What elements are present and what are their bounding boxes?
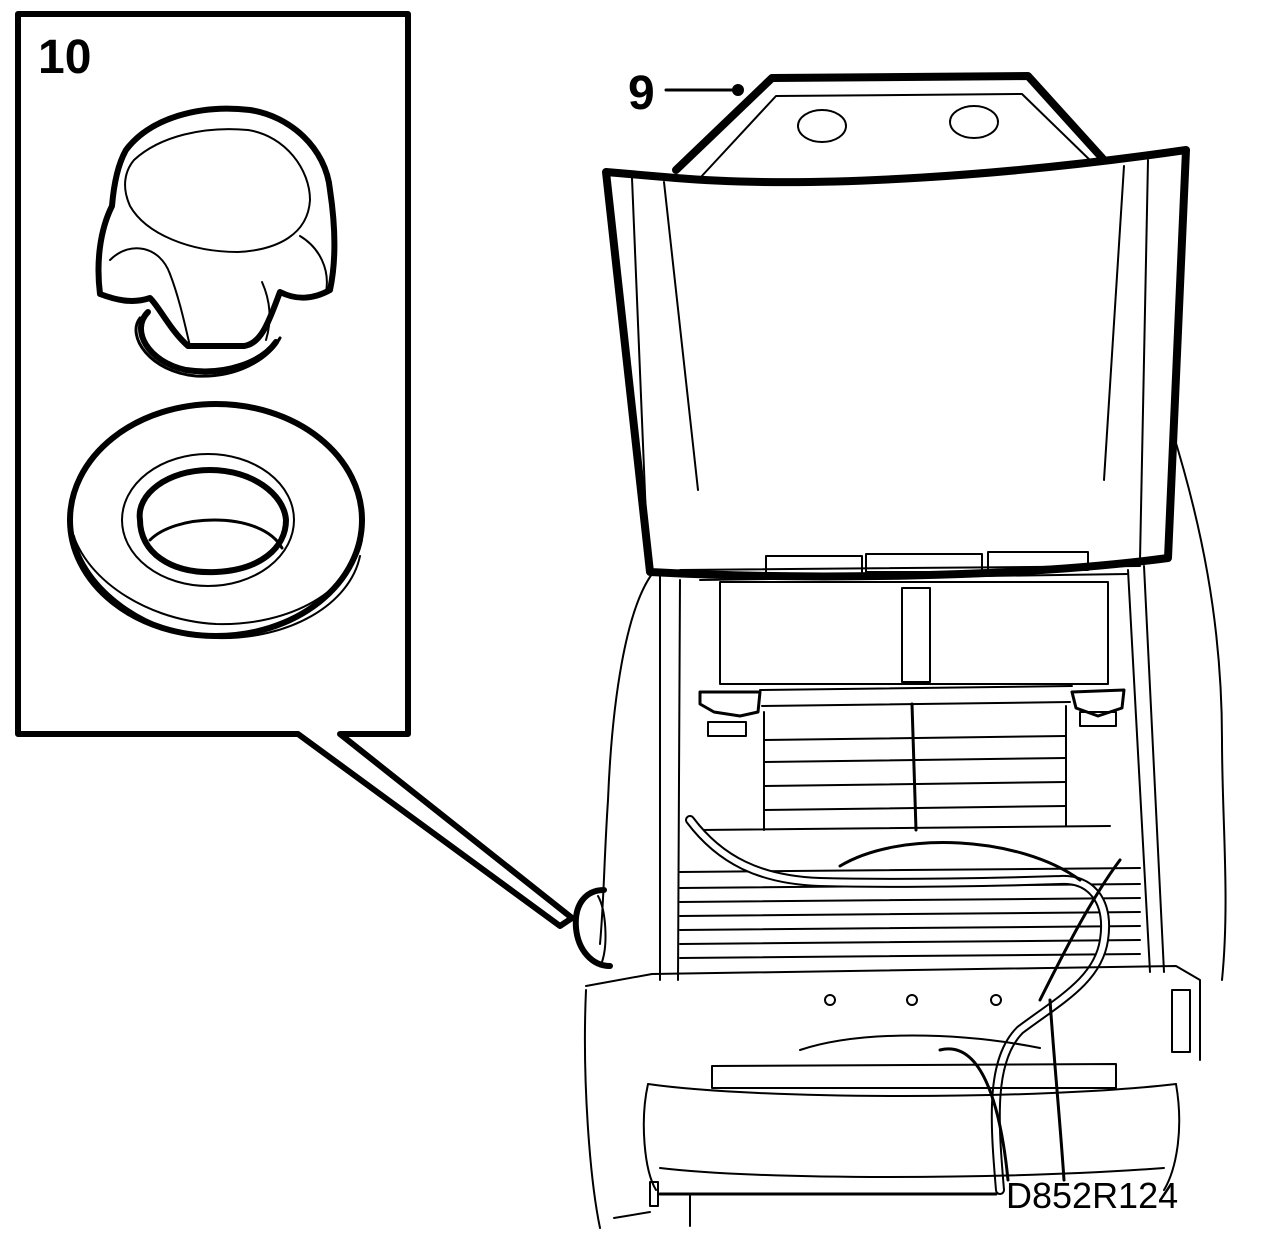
console-body — [572, 429, 1227, 1229]
detail-inset — [15, 11, 575, 929]
grommet-icon — [67, 401, 365, 640]
knob-icon — [95, 105, 338, 378]
figure-reference: D852R124 — [1006, 1175, 1179, 1216]
armrest-lid — [602, 72, 1190, 581]
part-callout-number: 9 — [628, 67, 655, 120]
part-9-leader — [664, 84, 744, 96]
detail-callout-number: 10 — [38, 31, 92, 84]
